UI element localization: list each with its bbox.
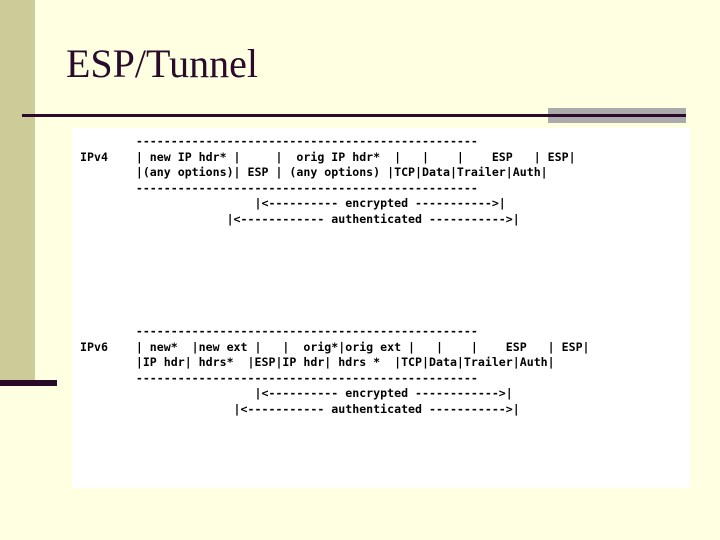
page-title: ESP/Tunnel (66, 41, 258, 86)
title-rule-line (22, 114, 686, 117)
ascii-diagram-ipv4: ----------------------------------------… (80, 134, 576, 226)
ascii-diagram-ipv6: ----------------------------------------… (80, 324, 590, 416)
left-band-foot-accent (0, 380, 57, 386)
diagram-panel: ----------------------------------------… (72, 128, 690, 488)
left-decorative-band (0, 0, 35, 380)
